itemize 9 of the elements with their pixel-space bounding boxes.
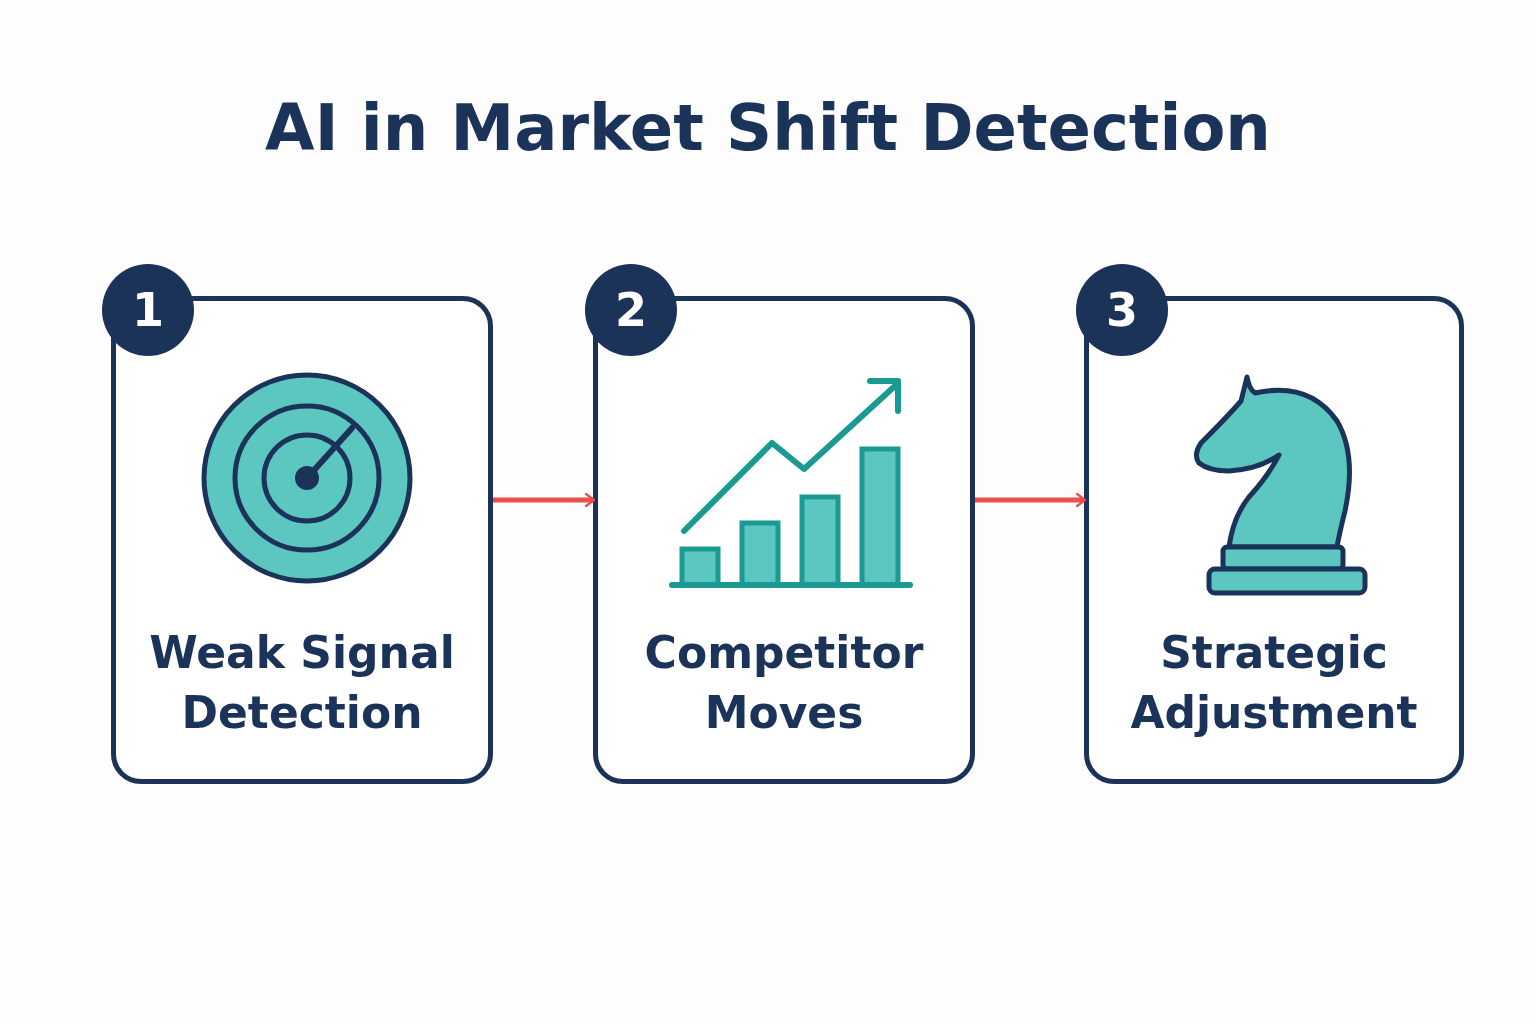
step-label: Strategic Adjustment — [1129, 626, 1419, 740]
step-label: Weak Signal Detection — [148, 626, 456, 740]
arrow — [975, 492, 1087, 508]
arrow — [493, 492, 596, 508]
step-label: Competitor Moves — [643, 626, 925, 740]
step-number-badge: 3 — [1076, 264, 1168, 356]
diagram-title: AI in Market Shift Detection — [264, 90, 1272, 167]
step-number-badge: 2 — [585, 264, 677, 356]
step-number-badge: 1 — [102, 264, 194, 356]
